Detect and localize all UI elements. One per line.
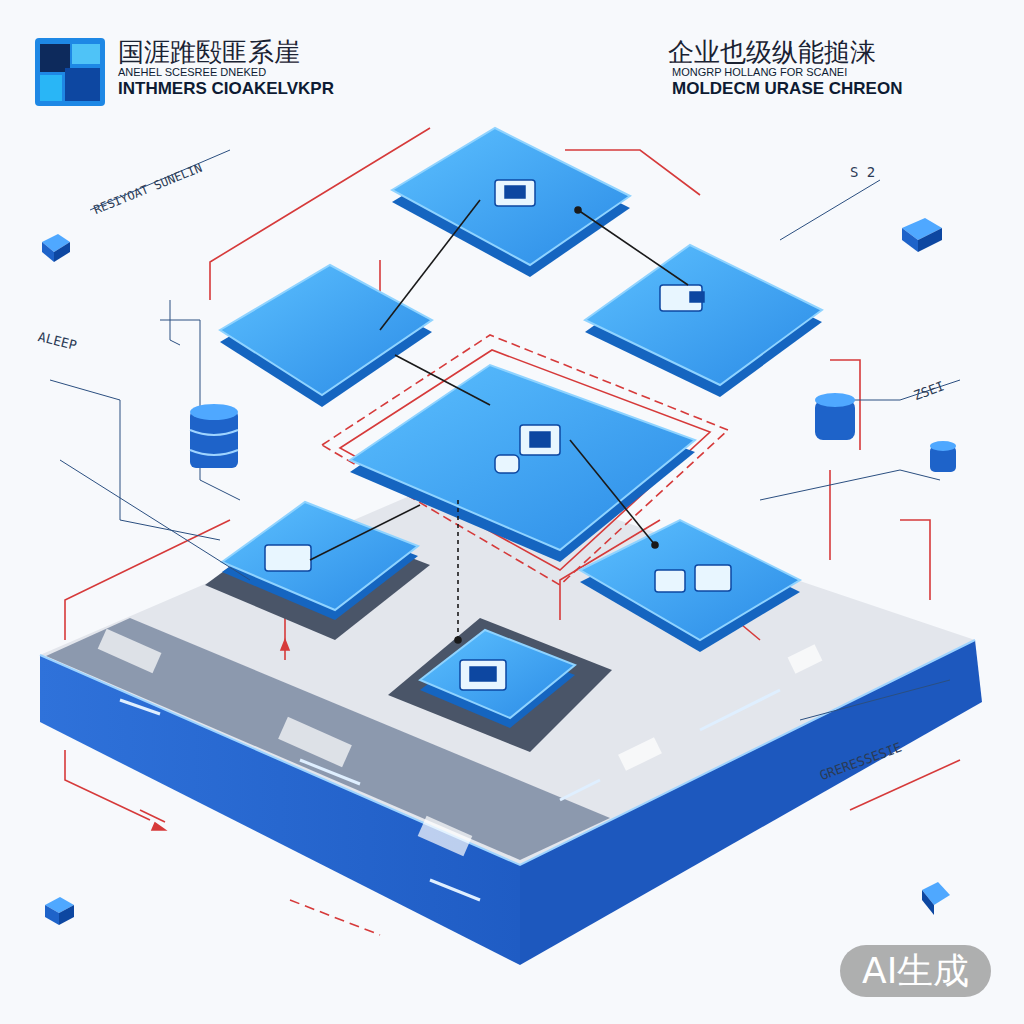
annotation-label: S 2 [850,165,875,180]
annotation-label: GRERESSESIE [818,741,904,784]
header-subtitle: INTHMERS CIOAKELVKPR [118,80,334,99]
header-subtitle: ANEHEL SCESREE DNEKED [118,66,266,78]
tile-icons [265,180,731,690]
tiles [205,128,822,752]
watermark: AI生成 [840,945,991,997]
header-title: 国涯踓殹匪系崖 [118,38,300,67]
annotation-label: RESIYOAT SUNELIN [92,162,204,218]
annotation-label: ZSEI [912,379,946,403]
leader-lines [50,150,960,720]
logo [35,38,105,106]
platform [40,470,982,965]
header-subtitle: MOLDECM URASE CHREON [672,80,902,99]
header-subtitle: MONGRP HOLLANG FOR SCANEI [672,66,847,78]
annotation-label: ALEEP [37,330,78,353]
links [310,200,688,643]
header-title: 企业也级纵能搥涞 [668,38,876,67]
side-icons [42,218,956,925]
red-frames [65,128,960,935]
